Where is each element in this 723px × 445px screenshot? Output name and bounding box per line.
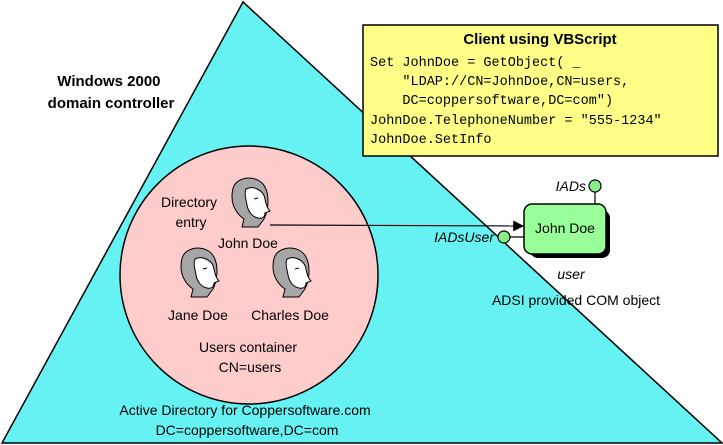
- iads-interface-dot: [588, 179, 602, 193]
- domain-controller-label: Windows 2000 domain controller: [48, 73, 175, 112]
- code-line: JohnDoe.SetInfo: [370, 133, 492, 148]
- com-object-label: John Doe: [535, 220, 595, 236]
- client-code-box: [362, 24, 719, 157]
- directory-entry-label: Directory entry: [161, 194, 221, 230]
- user-name-charles: Charles Doe: [251, 307, 329, 323]
- active-directory-label: Active Directory for Coppersoftware.com …: [119, 402, 374, 438]
- client-code-title: Client using VBScript: [463, 31, 616, 48]
- code-line: DC=coppersoftware,DC=com"): [370, 94, 613, 109]
- iadsuser-interface-dot: [497, 230, 511, 244]
- user-name-jane: Jane Doe: [168, 307, 228, 323]
- users-container-circle: [119, 145, 379, 405]
- com-object-caption: ADSI provided COM object: [492, 292, 660, 308]
- iads-label: IADs: [556, 178, 586, 194]
- users-container-label: Users container CN=users: [199, 339, 301, 375]
- binding-arrow: [269, 220, 525, 232]
- client-code-listing: Set JohnDoe = GetObject( _ "LDAP://CN=Jo…: [370, 56, 670, 148]
- user-name-john: John Doe: [218, 235, 278, 251]
- com-object-type: user: [557, 266, 586, 282]
- code-line: "LDAP://CN=JohnDoe,CN=users,: [370, 75, 629, 90]
- com-object-box: [523, 203, 607, 255]
- iadsuser-label: IADsUser: [434, 229, 495, 245]
- code-line: JohnDoe.TelephoneNumber = "555-1234": [370, 114, 662, 129]
- code-line: Set JohnDoe = GetObject( _: [370, 56, 582, 71]
